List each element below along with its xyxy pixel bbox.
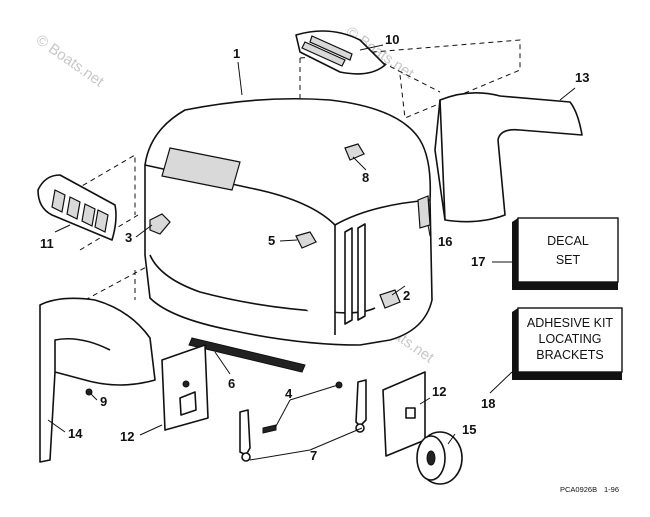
decal-pads [149, 143, 431, 309]
callout-5: 5 [268, 233, 275, 248]
callout-18: 18 [481, 396, 495, 411]
callout-15: 15 [462, 422, 476, 437]
callout-9: 9 [100, 394, 107, 409]
callout-6: 6 [228, 376, 235, 391]
drawing-footer: PCA0926B 1-96 [560, 485, 619, 494]
callout-3: 3 [125, 230, 132, 245]
watermark-top-left: © Boats.net [33, 31, 108, 90]
adhesive-box-line2: LOCATING [539, 332, 602, 346]
adhesive-kit-box: ADHESIVE KIT LOCATING BRACKETS [512, 307, 623, 380]
decal-box-line2: SET [556, 253, 581, 267]
callout-4: 4 [285, 386, 293, 401]
adhesive-box-line3: BRACKETS [536, 348, 603, 362]
rear-cover [434, 92, 583, 223]
callout-7: 7 [310, 448, 317, 463]
seal-strip [188, 337, 306, 373]
callout-2: 2 [403, 288, 410, 303]
callout-1: 1 [233, 46, 240, 61]
engine-cowl [144, 97, 433, 346]
right-bracket [382, 371, 426, 457]
assembly-guide-lines [74, 39, 521, 301]
callout-17: 17 [471, 254, 485, 269]
screws [85, 381, 343, 434]
callout-12-left: 12 [120, 429, 134, 444]
top-air-grille [295, 30, 386, 75]
callout-13: 13 [575, 70, 589, 85]
callout-11: 11 [40, 236, 54, 251]
leader-lines [47, 44, 576, 461]
callout-numbers: 1 2 3 4 5 6 7 8 9 10 11 12 12 13 14 15 1… [40, 32, 589, 463]
decal-box-line1: DECAL [547, 234, 589, 248]
side-air-grille [37, 174, 117, 241]
tape-roll [416, 431, 463, 485]
callout-8: 8 [362, 170, 369, 185]
left-bracket [161, 344, 209, 431]
callout-14: 14 [68, 426, 83, 441]
callout-10: 10 [385, 32, 399, 47]
latch-hooks [239, 379, 367, 462]
lower-side-cover [39, 297, 156, 463]
drawing-code: PCA0926B [560, 485, 597, 494]
adhesive-box-line1: ADHESIVE KIT [527, 316, 613, 330]
drawing-date: 1-96 [604, 485, 619, 494]
callout-16: 16 [438, 234, 452, 249]
decal-set-box: DECAL SET [512, 217, 619, 290]
callout-12-right: 12 [432, 384, 446, 399]
